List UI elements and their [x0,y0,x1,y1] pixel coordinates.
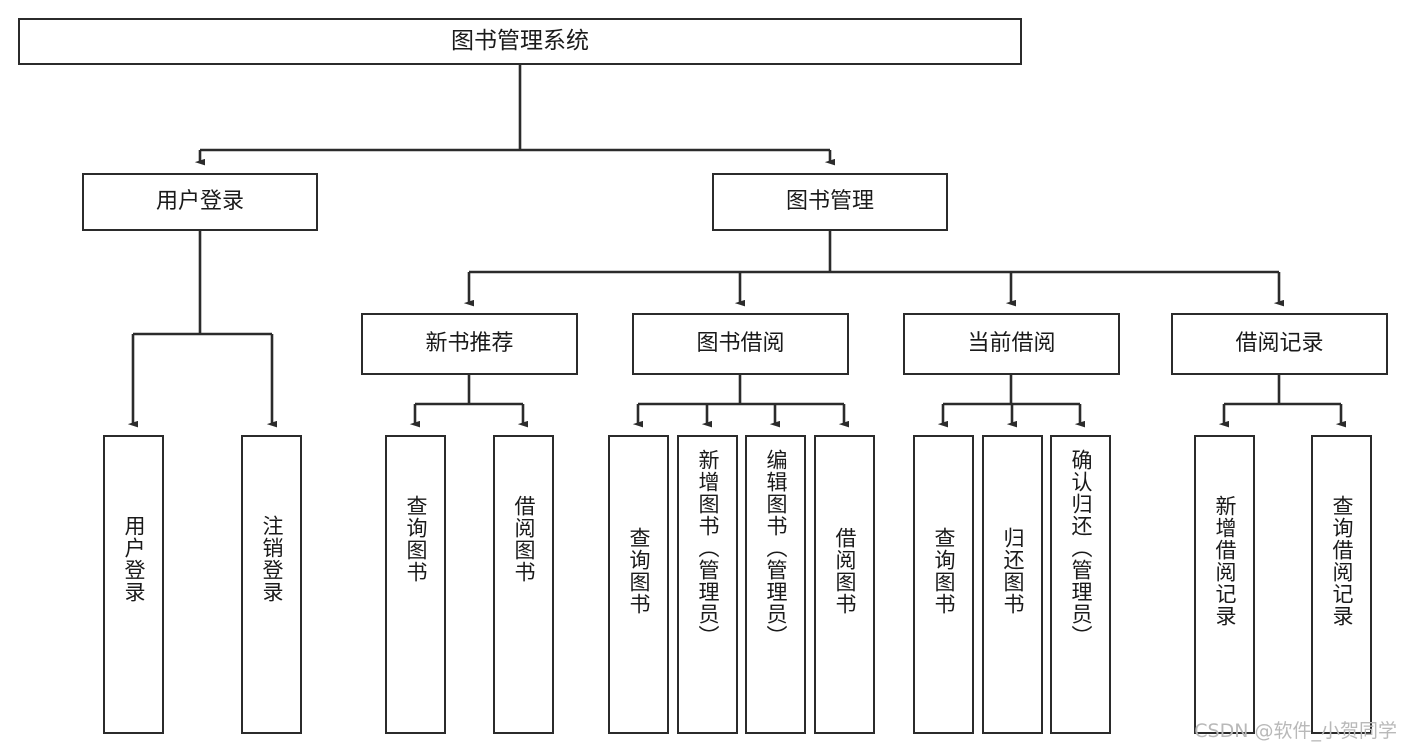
node-user-login-label: 用户登录 [155,189,244,215]
node-borrow-record-label: 借阅记录 [1235,331,1324,357]
leaf-query-book-current[interactable]: 查询图书 [913,435,974,734]
leaf-query-book-recommend-label: 查询图书 [404,495,429,583]
leaf-return-book-label: 归还图书 [1001,527,1026,615]
node-book-management[interactable]: 图书管理 [712,173,948,231]
leaf-return-book[interactable]: 归还图书 [982,435,1043,734]
leaf-confirm-return[interactable]: 确认归还（管理员） [1050,435,1111,734]
leaf-edit-book[interactable]: 编辑图书（管理员） [745,435,806,734]
node-current-borrow-label: 当前借阅 [967,331,1056,357]
leaf-add-borrow-record[interactable]: 新增借阅记录 [1194,435,1255,734]
leaf-query-book-borrow[interactable]: 查询图书 [608,435,669,734]
node-book-borrow-label: 图书借阅 [696,331,785,357]
leaf-query-book-borrow-label: 查询图书 [627,527,652,615]
node-root-label: 图书管理系统 [451,28,589,55]
leaf-add-book[interactable]: 新增图书（管理员） [677,435,738,734]
node-new-book-recommend-label: 新书推荐 [425,331,514,357]
leaf-logout[interactable]: 注销登录 [241,435,302,734]
leaf-query-book-recommend[interactable]: 查询图书 [385,435,446,734]
leaf-lend-book-label: 借阅图书 [833,527,858,615]
csdn-watermark: CSDN @软件_小贺同学 [1194,720,1397,742]
node-borrow-record[interactable]: 借阅记录 [1171,313,1388,375]
leaf-confirm-return-label: 确认归还（管理员） [1069,449,1094,647]
leaf-lend-book[interactable]: 借阅图书 [814,435,875,734]
node-current-borrow[interactable]: 当前借阅 [903,313,1120,375]
node-user-login[interactable]: 用户登录 [82,173,318,231]
node-book-borrow[interactable]: 图书借阅 [632,313,849,375]
leaf-logout-label: 注销登录 [260,515,285,603]
leaf-edit-book-label: 编辑图书（管理员） [764,449,789,647]
node-root[interactable]: 图书管理系统 [18,18,1022,65]
leaf-query-borrow-record-label: 查询借阅记录 [1330,495,1355,627]
node-new-book-recommend[interactable]: 新书推荐 [361,313,578,375]
leaf-query-book-current-label: 查询图书 [932,527,957,615]
leaf-borrow-book-recommend[interactable]: 借阅图书 [493,435,554,734]
leaf-borrow-book-recommend-label: 借阅图书 [512,495,537,583]
leaf-add-book-label: 新增图书（管理员） [696,449,721,647]
leaf-query-borrow-record[interactable]: 查询借阅记录 [1311,435,1372,734]
leaf-user-login-label: 用户登录 [122,515,147,603]
node-book-management-label: 图书管理 [785,189,874,215]
leaf-user-login[interactable]: 用户登录 [103,435,164,734]
leaf-add-borrow-record-label: 新增借阅记录 [1213,495,1238,627]
